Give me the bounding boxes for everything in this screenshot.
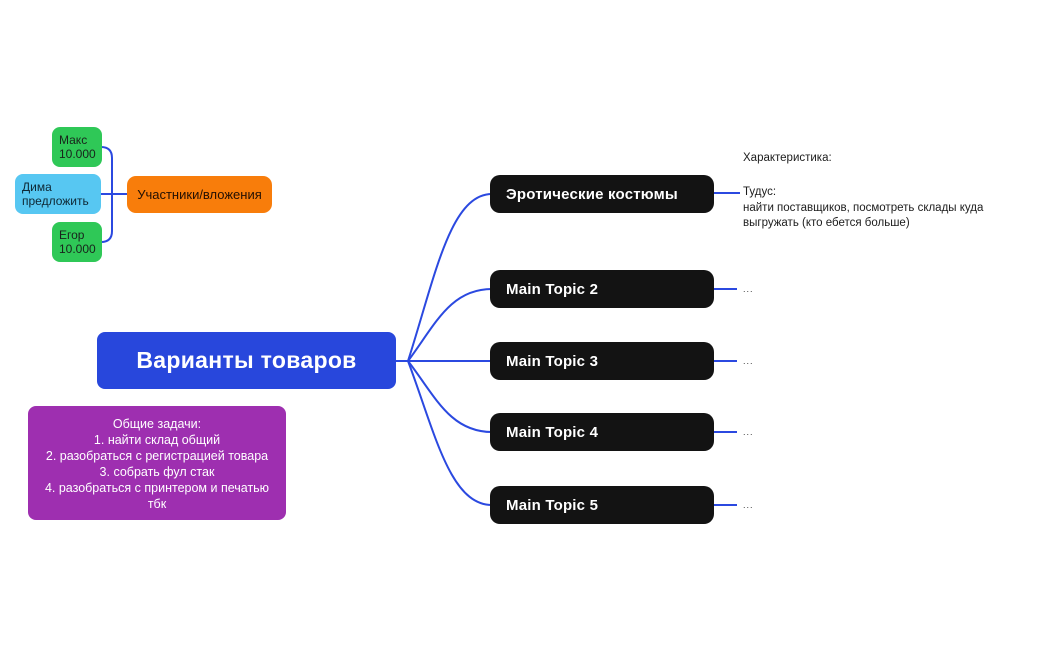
topic3-note-placeholder[interactable]: ... [743,356,754,366]
root-label: Варианты товаров [136,347,357,373]
topic-label: Main Topic 5 [506,496,599,514]
member-amount: 10.000 [59,147,96,161]
task-item: 2. разобраться с регистрацией товара [45,449,269,463]
task-item: 4. разобраться с принтером и печатью тбк [44,481,270,511]
participants-group-node[interactable]: Участники/вложения [127,176,272,213]
note-line: найти поставщиков, посмотреть склады куд… [743,201,984,214]
topic2-note-placeholder[interactable]: ... [743,284,754,294]
branch-topic1-line [407,193,493,362]
topic1-note-heading[interactable]: Характеристика: [743,152,832,164]
branch-topic2-line [407,288,493,362]
topic4-note-placeholder[interactable]: ... [743,427,754,437]
note-line: выгружать (кто ебется больше) [743,217,910,229]
member-node-dima[interactable]: Дима предложить [15,174,101,214]
task-item: 3. собрать фул стак [99,465,215,479]
topic1-note-body[interactable]: Тудус: найти поставщиков, посмотреть скл… [743,185,1035,232]
note-line: Тудус: [743,186,777,198]
group-label: Участники/вложения [137,187,262,202]
task-item: 1. найти склад общий [93,433,221,447]
topic-label: Main Topic 2 [506,280,599,298]
topic-node-main-topic-4[interactable]: Main Topic 4 [490,413,714,451]
member-node-egor[interactable]: Егор 10.000 [52,222,102,262]
member-node-maks[interactable]: Макс 10.000 [52,127,102,167]
branch-topic5-line [407,360,493,506]
topic-label: Main Topic 3 [506,352,599,370]
topic-node-main-topic-2[interactable]: Main Topic 2 [490,270,714,308]
branch-topic4-line [407,360,493,433]
root-topic-node[interactable]: Варианты товаров [97,332,396,389]
topic-node-main-topic-5[interactable]: Main Topic 5 [490,486,714,524]
topic-node-erotic-costumes[interactable]: Эротические костюмы [490,175,714,213]
tasks-title: Общие задачи: [112,417,202,431]
topic-label: Main Topic 4 [506,423,599,441]
member-name: Макс [59,133,88,147]
topic-node-main-topic-3[interactable]: Main Topic 3 [490,342,714,380]
member-amount: 10.000 [59,242,96,256]
topic-label: Эротические костюмы [506,185,678,203]
member-name: Егор [59,228,85,242]
member-name: Дима [22,180,52,194]
member-note: предложить [22,194,89,208]
topic5-note-placeholder[interactable]: ... [743,500,754,510]
common-tasks-note[interactable]: Общие задачи: 1. найти склад общий 2. ра… [28,406,286,520]
